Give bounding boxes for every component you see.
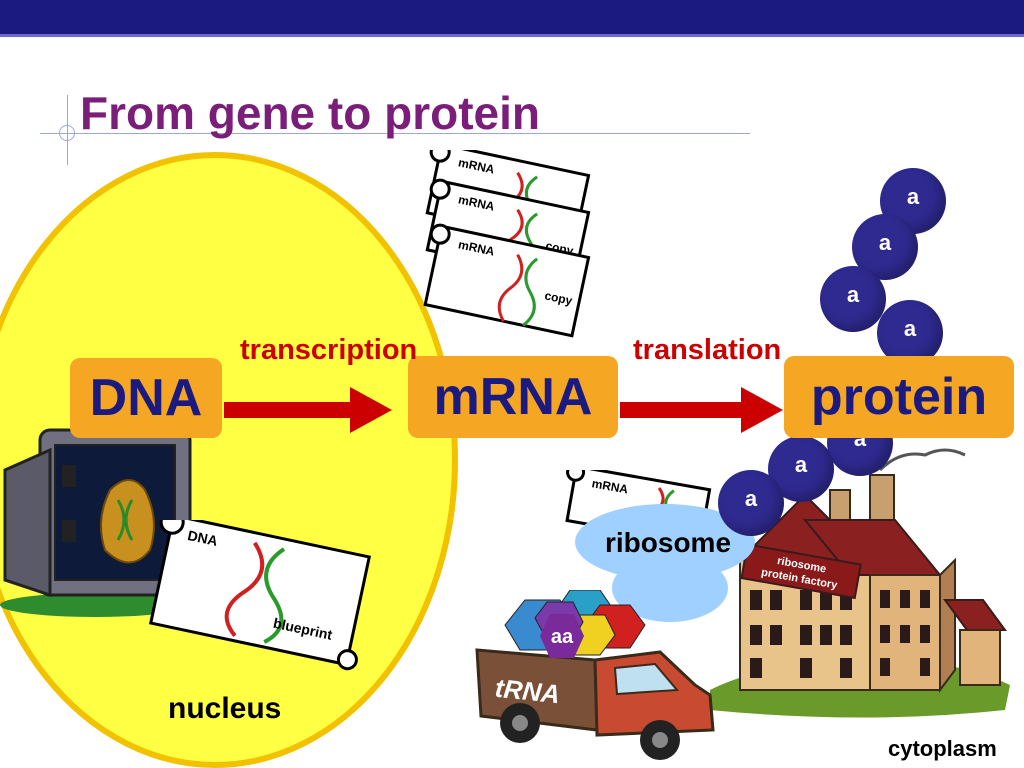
protein-factory-icon: ribosome protein factory bbox=[710, 448, 1010, 718]
transcription-label: transcription bbox=[240, 334, 418, 366]
mrna-copies-icon: mRNA copy mRNA copy mRNA copy bbox=[423, 150, 591, 338]
dna-blueprint-icon: DNA blueprint bbox=[148, 520, 372, 671]
translation-label: translation bbox=[633, 334, 782, 366]
svg-text:DNA: DNA bbox=[186, 527, 219, 549]
arrow-mrna-to-protein bbox=[620, 387, 783, 433]
svg-text:mRNA: mRNA bbox=[591, 476, 630, 496]
trna-label: tRNA bbox=[493, 672, 562, 710]
ribosome-icon bbox=[575, 504, 755, 622]
dna-term-box: DNA bbox=[70, 358, 222, 438]
guide-circle bbox=[59, 125, 75, 141]
svg-text:copy: copy bbox=[543, 288, 574, 308]
ribosome-label: ribosome bbox=[605, 527, 732, 558]
amino-acid-cargo-icon: aa bbox=[540, 614, 584, 658]
protein-term-box: protein bbox=[784, 356, 1014, 438]
amino-acid: a bbox=[820, 266, 886, 332]
guide-line bbox=[40, 133, 750, 134]
nucleus-label: nucleus bbox=[168, 692, 282, 725]
safe-icon bbox=[0, 428, 192, 617]
svg-text:aa: aa bbox=[551, 626, 574, 648]
amino-acid: a bbox=[852, 214, 918, 280]
arrow-dna-to-mrna bbox=[224, 387, 392, 433]
amino-acid: a bbox=[877, 300, 943, 366]
cytoplasm-label: cytoplasm bbox=[888, 736, 997, 761]
trna-truck-icon bbox=[475, 590, 715, 760]
slide-title: From gene to protein bbox=[80, 87, 540, 139]
mrna-term-box: mRNA bbox=[408, 356, 618, 438]
amino-acid: a bbox=[718, 470, 784, 536]
top-banner bbox=[0, 0, 1024, 37]
